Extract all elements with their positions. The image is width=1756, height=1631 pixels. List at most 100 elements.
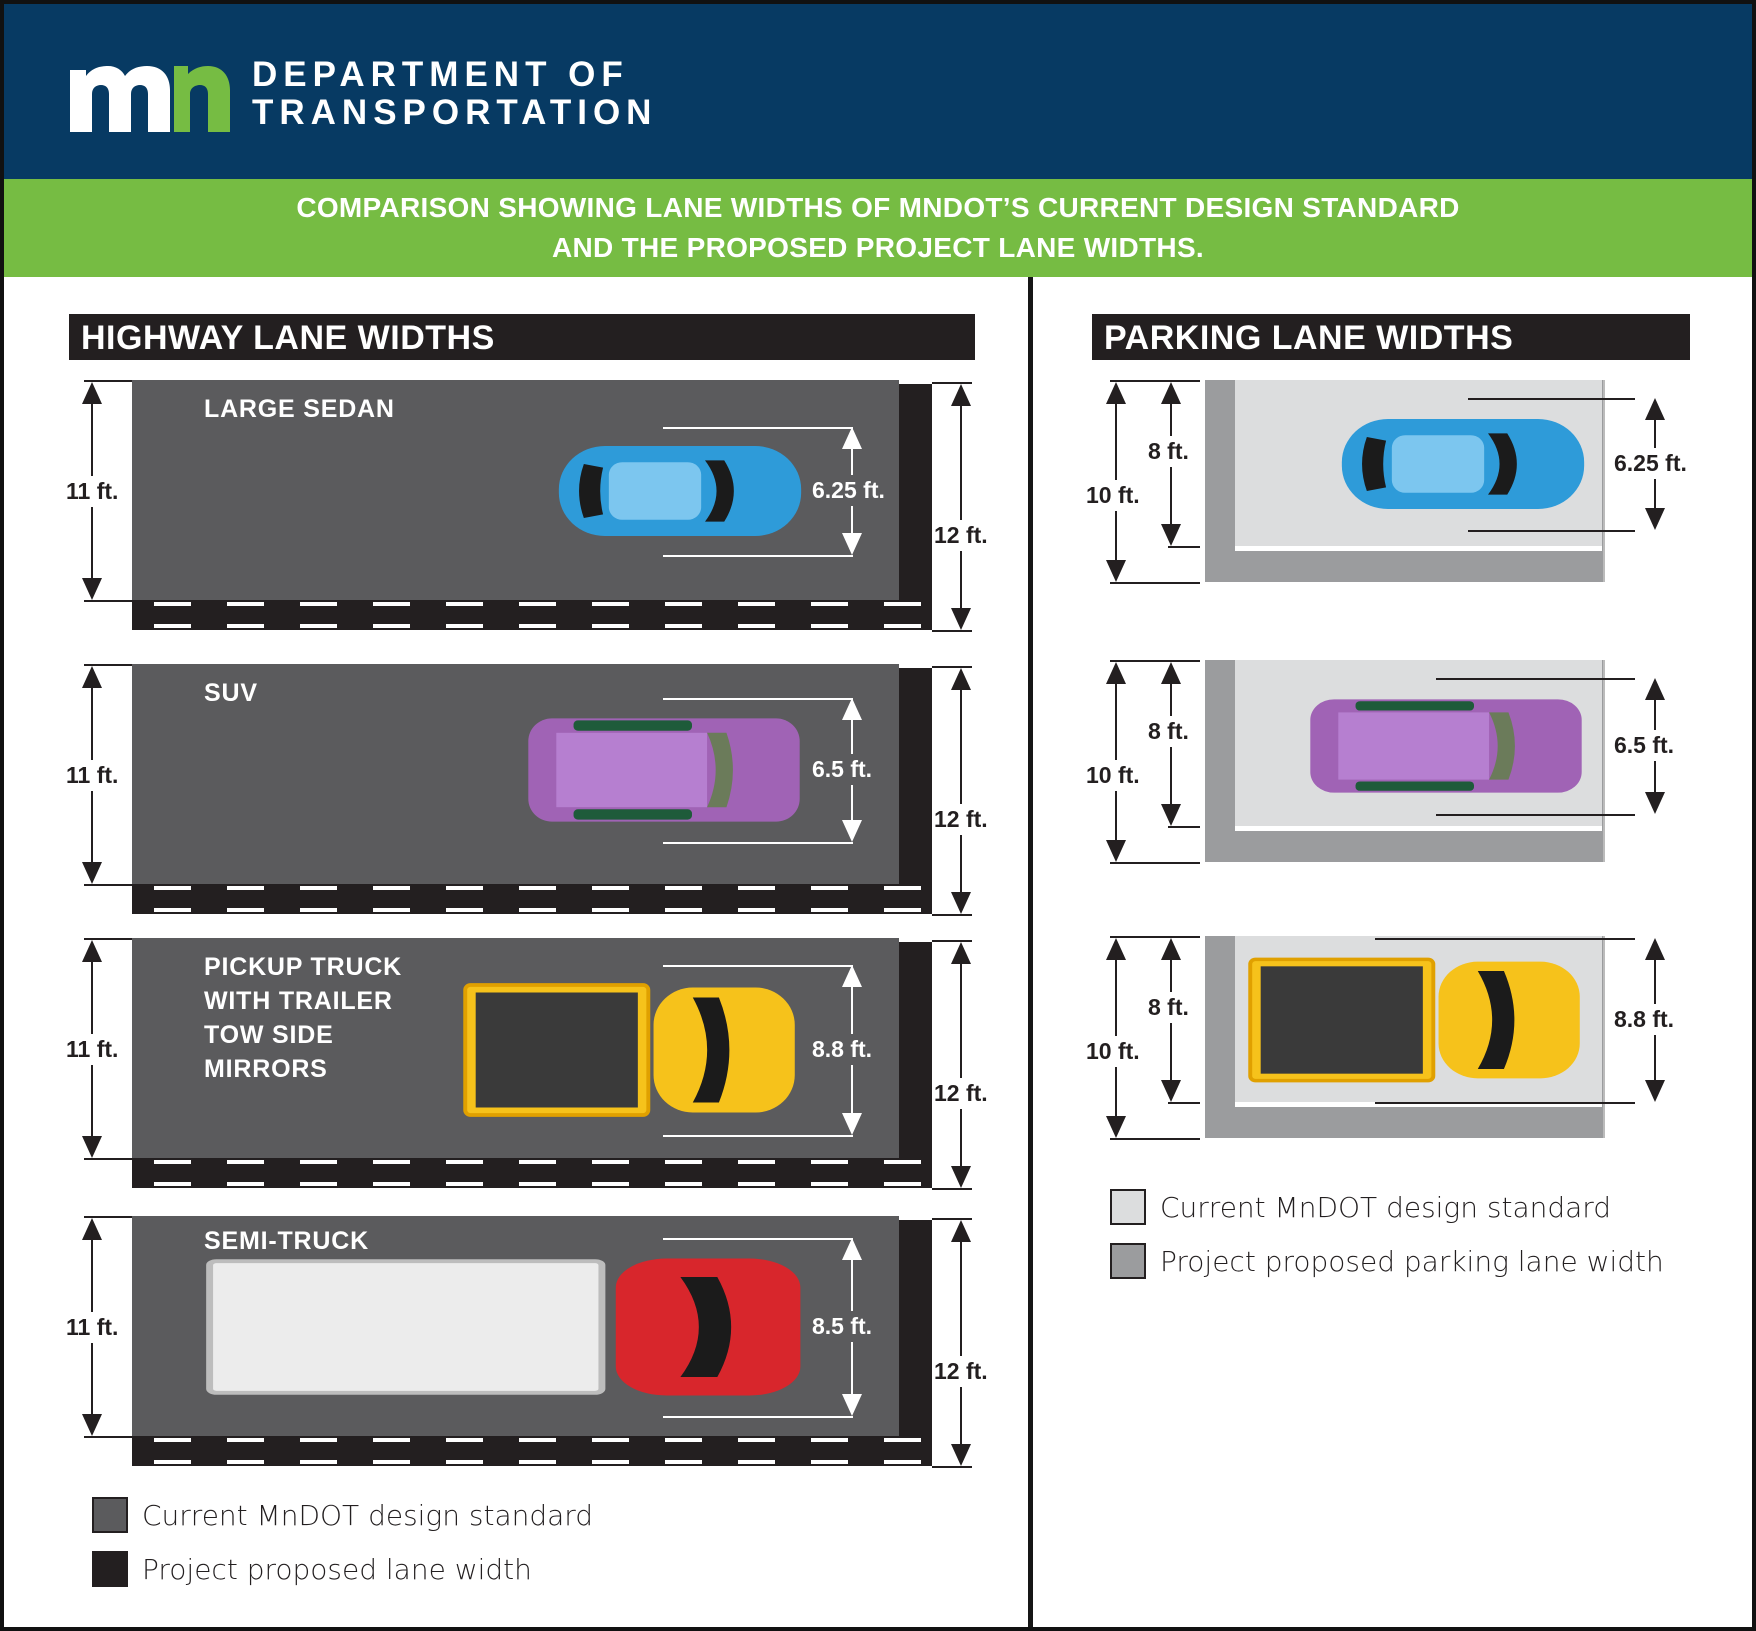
dimension-tick [1468,398,1635,400]
vehicle-width-label: 8.8 ft. [812,1034,873,1065]
arrow-down-icon [842,1113,862,1135]
current-width-label: 8 ft. [1148,436,1189,467]
arrow-down-icon [1106,560,1126,582]
arrow-up-icon [951,1220,971,1242]
yellow-pickup-icon [460,975,800,1125]
dimension-tick [1436,814,1635,816]
dimension-line [960,962,962,1168]
parking-line [1235,1102,1602,1107]
parking-edge [1603,380,1605,582]
dimension-tick [1110,380,1200,382]
banner-line-1: COMPARISON SHOWING LANE WIDTHS OF MNDOT’… [296,192,1460,223]
vehicle-name-line: WITH TRAILER [204,987,393,1015]
arrow-up-icon [842,427,862,449]
vehicle-name: SEMI-TRUCK [204,1224,369,1258]
arrow-down-icon [1161,524,1181,546]
vehicle-width-label: 6.5 ft. [1614,730,1675,761]
dimension-tick [1110,936,1200,938]
highway-section-title: HIGHWAY LANE WIDTHS [69,314,975,360]
parking-lane: 10 ft.8 ft. 6.25 ft. [1060,380,1750,600]
arrow-down-icon [1645,508,1665,530]
section-divider [1028,277,1033,1627]
parking-edge [1603,936,1605,1138]
legend-label: Current MnDOT design standard [1160,1190,1612,1224]
comparison-banner: COMPARISON SHOWING LANE WIDTHS OF MNDOT’… [4,179,1752,277]
arrow-up-icon [82,1218,102,1240]
legend-label: Project proposed lane width [142,1552,532,1586]
arrow-up-icon [1161,662,1181,684]
dimension-tick [663,1135,853,1137]
lane-dashed-line [132,908,932,912]
arrow-up-icon [1645,398,1665,420]
dimension-tick [1110,1138,1200,1140]
lane-dashed-line [132,1160,932,1164]
dimension-tick [84,1158,132,1160]
arrow-up-icon [951,942,971,964]
vehicle-name-line: SUV [204,679,258,707]
proposed-extra-width [899,668,932,914]
arrow-up-icon [842,965,862,987]
proposed-width-label: 10 ft. [1086,760,1140,791]
vehicle-name-line: PICKUP TRUCK [204,953,403,981]
lane-dashed-line [132,624,932,628]
arrow-down-icon [82,862,102,884]
dimension-tick [663,1238,853,1240]
legend-swatch-current [92,1497,128,1533]
proposed-width-label: 12 ft. [934,804,988,835]
arrow-down-icon [951,608,971,630]
vehicle-width-label: 6.5 ft. [812,754,873,785]
legend-swatch-current [1110,1189,1146,1225]
dimension-tick [932,1218,972,1220]
legend-item: Current MnDOT design standard [1110,1180,1664,1234]
dimension-tick [84,664,132,666]
dimension-line [960,1240,962,1446]
dimension-tick [1168,546,1200,548]
banner-line-2: AND THE PROPOSED PROJECT LANE WIDTHS. [551,232,1205,263]
current-width-label: 8 ft. [1148,716,1189,747]
current-width-label: 11 ft. [66,1034,119,1065]
dimension-tick [84,1216,132,1218]
arrow-up-icon [1161,382,1181,404]
legend-swatch-proposed [92,1551,128,1587]
arrow-up-icon [82,666,102,688]
arrow-down-icon [951,1444,971,1466]
arrow-up-icon [842,698,862,720]
brand-name: DEPARTMENT OF TRANSPORTATION [252,56,657,132]
lane-dashed-line [132,1438,932,1442]
arrow-down-icon [82,1136,102,1158]
dimension-tick [1436,678,1635,680]
arrow-down-icon [951,1166,971,1188]
parking-edge [1603,660,1605,862]
dimension-tick [663,427,853,429]
arrow-down-icon [842,1394,862,1416]
blue-sedan-icon [555,437,805,545]
arrow-up-icon [951,384,971,406]
highway-lane: 11 ft.12 ft.SUV 6.5 ft. [0,664,1028,924]
arrow-down-icon [82,578,102,600]
parking-line [1235,826,1602,831]
arrow-up-icon [1645,938,1665,960]
dimension-tick [932,1466,972,1468]
current-width-label: 8 ft. [1148,992,1189,1023]
dimension-tick [84,600,132,602]
red-semi-truck-icon [205,1248,805,1406]
vehicle-width-label: 8.5 ft. [812,1311,873,1342]
lane-dashed-line [132,886,932,890]
lane-dashed-line [132,1182,932,1186]
dimension-tick [1110,660,1200,662]
vehicle-width-label: 6.25 ft. [1614,448,1687,479]
parking-lane: 10 ft. 8 ft. 6.5 ft. [1060,660,1750,880]
arrow-up-icon [1645,678,1665,700]
arrow-down-icon [842,820,862,842]
vehicle-width-label: 6.25 ft. [812,475,885,506]
arrow-down-icon [1645,792,1665,814]
arrow-up-icon [951,668,971,690]
legend-item: Project proposed lane width [92,1542,593,1596]
highway-lane: 11 ft.12 ft.SEMI-TRUCK 8.5 ft. [0,1216,1028,1476]
blue-sedan-icon [1338,410,1588,518]
proposed-extra-width [899,942,932,1188]
purple-suv-icon [524,708,804,832]
